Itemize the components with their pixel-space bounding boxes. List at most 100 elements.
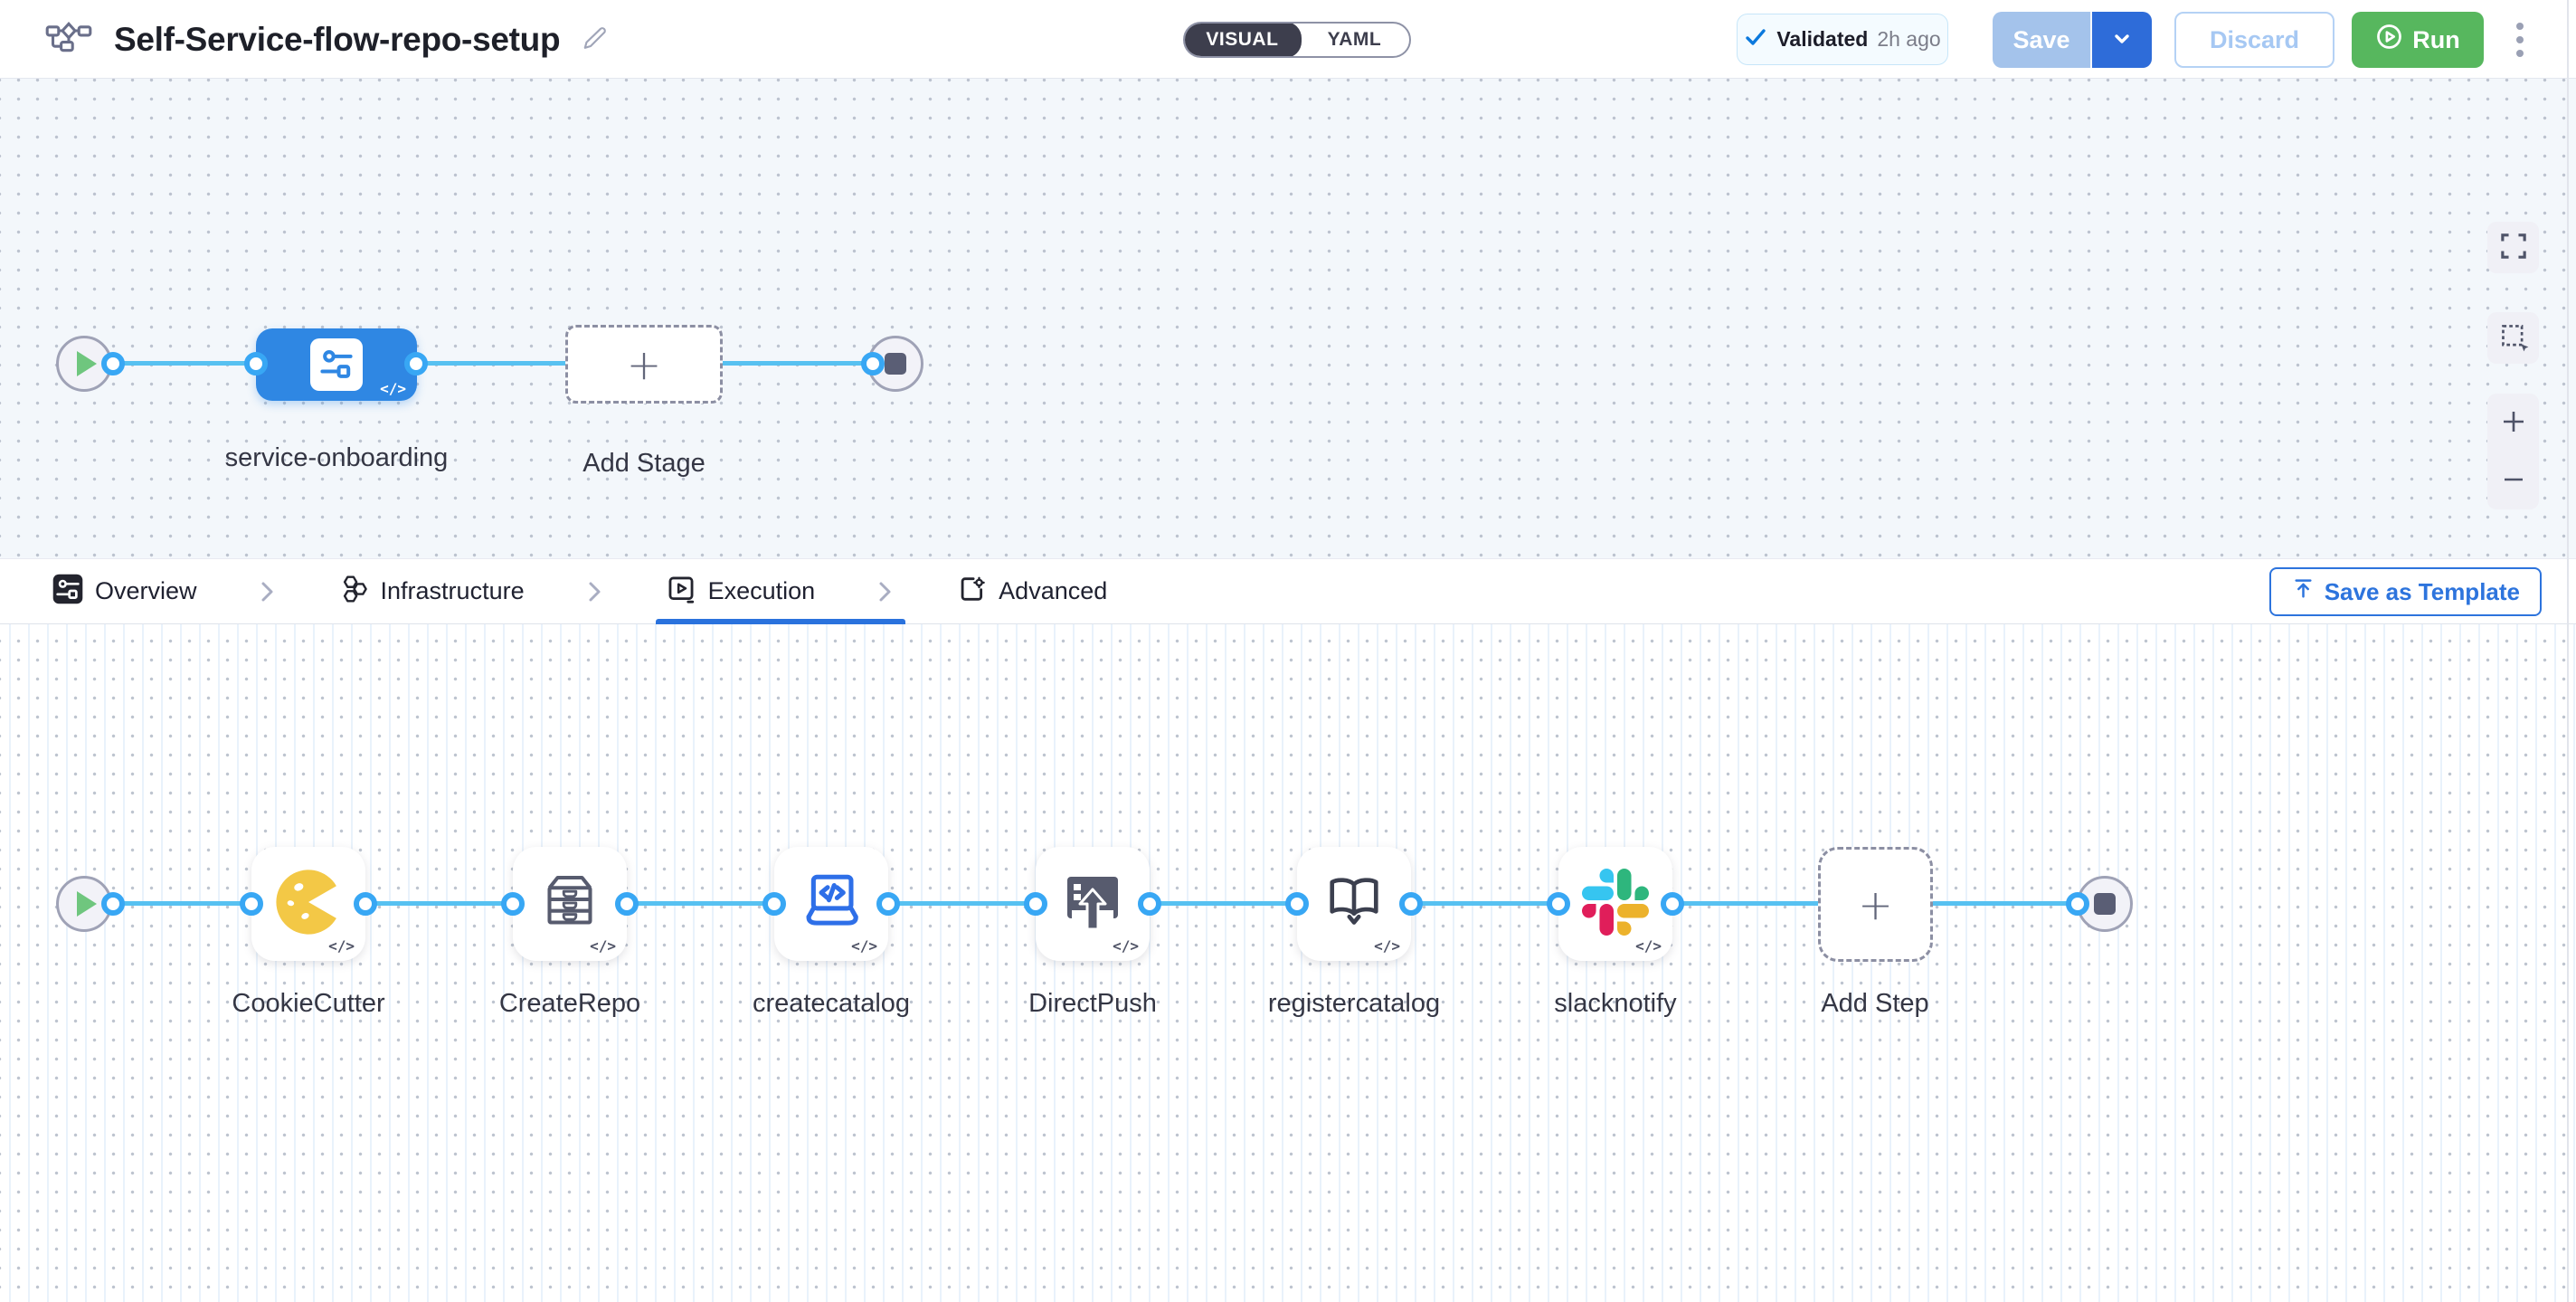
- add-step-label: Add Step: [1821, 989, 1929, 1018]
- page-title: Self-Service-flow-repo-setup: [114, 20, 561, 58]
- code-badge: </>: [590, 937, 616, 955]
- discard-button[interactable]: Discard: [2174, 12, 2334, 68]
- validated-label: Validated: [1776, 27, 1869, 51]
- connector-port[interactable]: [615, 892, 639, 916]
- connector-port[interactable]: [2066, 892, 2089, 916]
- connector-port[interactable]: [876, 892, 900, 916]
- code-badge: </>: [1374, 937, 1400, 955]
- save-button[interactable]: Save: [1993, 12, 2090, 68]
- zoom-in-button[interactable]: [2487, 394, 2539, 451]
- step-node-cookiecutter[interactable]: </>: [251, 847, 365, 961]
- zoom-out-icon: [2498, 464, 2529, 498]
- step-node-directpush[interactable]: </>: [1036, 847, 1150, 961]
- connector-port[interactable]: [861, 352, 885, 375]
- tab-infrastructure[interactable]: Infrastructure: [338, 574, 525, 609]
- code-badge: </>: [851, 937, 877, 955]
- laptop-code-icon: [798, 869, 865, 940]
- connector-port[interactable]: [101, 352, 125, 375]
- save-as-template-button[interactable]: Save as Template: [2268, 567, 2542, 616]
- step-node-slacknotify[interactable]: </>: [1558, 847, 1672, 961]
- run-button[interactable]: Run: [2352, 12, 2484, 68]
- connector-port[interactable]: [1547, 892, 1570, 916]
- connector-port[interactable]: [240, 892, 263, 916]
- start-play-icon: [77, 891, 97, 917]
- header: Self-Service-flow-repo-setup VISUAL YAML…: [0, 0, 2576, 79]
- overview-icon: [52, 574, 83, 609]
- open-book-icon: [1321, 869, 1387, 940]
- toggle-visual[interactable]: VISUAL: [1185, 24, 1302, 56]
- tab-execution[interactable]: Execution: [666, 574, 816, 609]
- connector-port[interactable]: [501, 892, 525, 916]
- execution-graph-canvas[interactable]: </> CookieCutter </> CreateRepo: [0, 624, 2576, 1302]
- connector-port[interactable]: [1661, 892, 1684, 916]
- connector-port[interactable]: [404, 352, 428, 375]
- add-stage-button[interactable]: +: [565, 325, 723, 404]
- fit-to-screen-button[interactable]: [2487, 222, 2539, 273]
- connector-port[interactable]: [1285, 892, 1309, 916]
- slack-icon: [1582, 868, 1649, 940]
- push-icon: [1060, 870, 1125, 939]
- tab-execution-label: Execution: [707, 577, 816, 604]
- zoom-out-button[interactable]: [2487, 451, 2539, 509]
- code-badge: </>: [1113, 937, 1139, 955]
- stage-tabs-bar: Overview Infrastructure Execution: [0, 558, 2576, 624]
- box-select-icon: [2498, 321, 2529, 355]
- chevron-right-icon: [588, 580, 602, 603]
- step-node-createcatalog[interactable]: </>: [774, 847, 888, 961]
- execution-icon: [666, 574, 696, 609]
- drawers-icon: [537, 870, 602, 939]
- code-badge: </>: [1635, 937, 1662, 955]
- save-options-button[interactable]: [2090, 12, 2152, 68]
- tab-advanced[interactable]: Advanced: [956, 574, 1107, 609]
- edit-title-button[interactable]: [580, 24, 607, 54]
- chevron-down-icon: [2110, 27, 2134, 53]
- tab-infrastructure-label: Infrastructure: [380, 577, 525, 604]
- window-edge-divider: [2567, 0, 2569, 1302]
- connector-port[interactable]: [101, 892, 125, 916]
- add-step-button[interactable]: +: [1818, 847, 1933, 962]
- upload-icon: [2291, 576, 2316, 607]
- plus-icon: +: [626, 339, 662, 389]
- toggle-yaml[interactable]: YAML: [1300, 24, 1409, 56]
- infrastructure-icon: [338, 574, 369, 609]
- visual-yaml-toggle: VISUAL YAML: [1183, 22, 1411, 58]
- connector-port[interactable]: [1138, 892, 1161, 916]
- step-label: CreateRepo: [498, 989, 641, 1018]
- stop-icon: [2094, 893, 2116, 915]
- save-as-template-label: Save as Template: [2324, 577, 2520, 605]
- step-label: DirectPush: [1028, 989, 1157, 1018]
- run-label: Run: [2412, 25, 2460, 53]
- connector-port[interactable]: [1024, 892, 1047, 916]
- pencil-icon: [580, 24, 607, 54]
- tab-advanced-label: Advanced: [999, 577, 1108, 604]
- more-options-button[interactable]: [2502, 14, 2538, 65]
- tab-overview[interactable]: Overview: [52, 574, 197, 609]
- plus-icon: +: [1858, 879, 1893, 929]
- pipeline-icon: [43, 18, 94, 61]
- connector-port[interactable]: [762, 892, 786, 916]
- code-badge: </>: [328, 937, 355, 955]
- stage-flow-connector: [84, 361, 895, 366]
- active-tab-indicator: [656, 619, 905, 624]
- connector-port[interactable]: [244, 352, 268, 375]
- box-select-button[interactable]: [2487, 312, 2539, 364]
- validated-time: 2h ago: [1877, 27, 1941, 51]
- start-play-icon: [77, 351, 97, 376]
- step-label: registercatalog: [1267, 989, 1441, 1018]
- validation-status-pill: Validated 2h ago: [1737, 14, 1948, 65]
- stage-node-service-onboarding[interactable]: </>: [256, 328, 417, 401]
- step-node-registercatalog[interactable]: </>: [1297, 847, 1411, 961]
- stage-name-label: service-onboarding: [224, 443, 449, 472]
- connector-port[interactable]: [1399, 892, 1423, 916]
- step-label: createcatalog: [752, 989, 911, 1018]
- connector-port[interactable]: [354, 892, 377, 916]
- kebab-icon: [2516, 23, 2524, 30]
- stage-graph-canvas[interactable]: </> service-onboarding + Add Stage: [0, 79, 2576, 558]
- step-label: CookieCutter: [232, 989, 385, 1018]
- stage-icon: [310, 338, 363, 391]
- chevron-right-icon: [260, 580, 275, 603]
- zoom-in-icon: [2498, 406, 2529, 440]
- run-play-icon: [2375, 23, 2403, 57]
- step-node-createrepo[interactable]: </>: [513, 847, 627, 961]
- fit-screen-icon: [2498, 231, 2529, 264]
